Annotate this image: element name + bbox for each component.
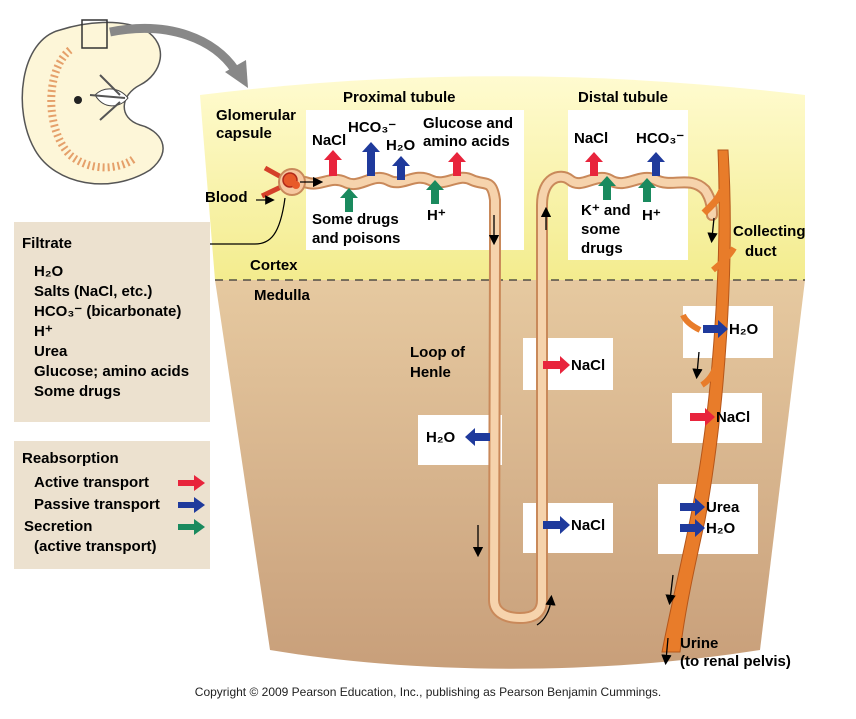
filtrate-item: Salts (NaCl, etc.): [34, 283, 153, 300]
medulla-label: Medulla: [254, 287, 310, 304]
duct-h2o-lower-label: H₂O: [706, 520, 735, 537]
nephron-tubule: [299, 170, 718, 624]
proximal-tubule-label: Proximal tubule: [343, 89, 456, 106]
loop-of-henle-label-2: Henle: [410, 364, 451, 381]
duct-urea-arrow: [680, 498, 705, 516]
copyright-notice: Copyright © 2009 Pearson Education, Inc.…: [194, 685, 662, 699]
glucose-active-arrow: [448, 152, 466, 176]
kidney-thumbnail: [21, 19, 164, 185]
distal-nacl-arrow: [585, 152, 603, 176]
blood-label: Blood: [205, 189, 248, 206]
loop-nacl-lower-label: NaCl: [571, 517, 605, 534]
collecting-duct-label-1: Collecting: [733, 223, 806, 240]
loop-of-henle-label-1: Loop of: [410, 344, 466, 361]
filtrate-title: Filtrate: [22, 235, 73, 252]
drugs-secretion-arrow: [340, 188, 358, 212]
filtrate-list: H₂O Salts (NaCl, etc.) HCO₃⁻ (bicarbonat…: [34, 262, 189, 402]
proximal-hco3-label: HCO₃⁻: [348, 119, 396, 136]
passive-transport-arrow-icon: [178, 497, 205, 513]
medulla-region: [215, 280, 805, 669]
proximal-arrows: [324, 142, 466, 212]
filtrate-leader: [82, 197, 286, 245]
active-transport-arrow-icon: [178, 475, 205, 491]
duct-h2o-upper-label: H₂O: [729, 321, 758, 338]
loop-nacl-lower-arrow: [543, 516, 570, 534]
filtrate-item: H⁺: [34, 323, 53, 340]
proximal-glucose-label-2: amino acids: [423, 133, 510, 150]
filtrate-item: Some drugs: [34, 383, 121, 400]
proximal-drugs-label-2: and poisons: [312, 230, 400, 247]
distal-nacl-label: NaCl: [574, 130, 608, 147]
duct-h2o-upper-arrow: [703, 320, 728, 338]
filtrate-item: H₂O: [34, 263, 64, 280]
proximal-h-label: H⁺: [427, 207, 446, 224]
glomerular-capsule-label-2: capsule: [216, 125, 272, 142]
duct-nacl-arrow: [690, 408, 715, 426]
legend-secretion-label-2: (active transport): [34, 538, 157, 555]
collecting-duct: [661, 149, 737, 653]
distal-k-label-1: K⁺ and: [581, 202, 631, 219]
distal-k-label-3: drugs: [581, 240, 623, 257]
proximal-glucose-label-1: Glucose and: [423, 115, 513, 132]
flow-arrows: [300, 176, 718, 666]
filtrate-item: Glucose; amino acids: [34, 363, 190, 380]
h-secretion-arrow: [426, 180, 444, 204]
proximal-drugs-label-1: Some drugs: [312, 211, 399, 228]
legend-passive-label: Passive transport: [34, 496, 160, 513]
distal-h-arrow: [638, 178, 656, 202]
distal-k-label-2: some: [581, 221, 620, 238]
cortex-label: Cortex: [250, 257, 298, 274]
legend-active-label: Active transport: [34, 474, 150, 491]
proximal-h2o-label: H₂O: [386, 137, 415, 154]
transport-legend: Reabsorption Active transport Passive tr…: [14, 441, 210, 569]
filtrate-item: HCO₃⁻ (bicarbonate): [34, 303, 182, 320]
urine-label-2: (to renal pelvis): [680, 653, 791, 670]
distal-k-arrow: [598, 176, 616, 200]
legend-title: Reabsorption: [22, 450, 119, 467]
distal-hco3-label: HCO₃⁻: [636, 130, 684, 147]
duct-h2o-lower-arrow: [680, 519, 705, 537]
filtrate-item: Urea: [34, 343, 68, 360]
distal-tubule-label: Distal tubule: [578, 89, 668, 106]
glomerulus: [260, 165, 306, 199]
glomerular-capsule-label-1: Glomerular: [216, 107, 296, 124]
legend-secretion-label-1: Secretion: [24, 518, 93, 535]
loop-h2o-arrow: [465, 428, 490, 446]
filtrate-panel: Filtrate H₂O Salts (NaCl, etc.) HCO₃⁻ (b…: [14, 222, 210, 422]
nacl-active-arrow: [324, 150, 342, 176]
collecting-duct-label-2: duct: [745, 243, 777, 260]
distal-arrows: [585, 152, 665, 202]
loop-h2o-label: H₂O: [426, 429, 455, 446]
proximal-nacl-label: NaCl: [312, 132, 346, 149]
urine-label-1: Urine: [680, 635, 718, 652]
distal-hco3-arrow: [647, 152, 665, 176]
medulla-arrows: [465, 320, 728, 537]
zoom-arrow: [109, 24, 239, 73]
thumbnail-zoom-box: [81, 19, 108, 49]
loop-nacl-upper-arrow: [543, 356, 570, 374]
h2o-passive-arrow: [392, 156, 410, 180]
hco3-passive-arrow: [362, 142, 380, 176]
distal-h-label: H⁺: [642, 207, 661, 224]
secretion-arrow-icon: [178, 519, 205, 535]
duct-nacl-label: NaCl: [716, 409, 750, 426]
loop-nacl-upper-label: NaCl: [571, 357, 605, 374]
duct-urea-label: Urea: [706, 499, 740, 516]
